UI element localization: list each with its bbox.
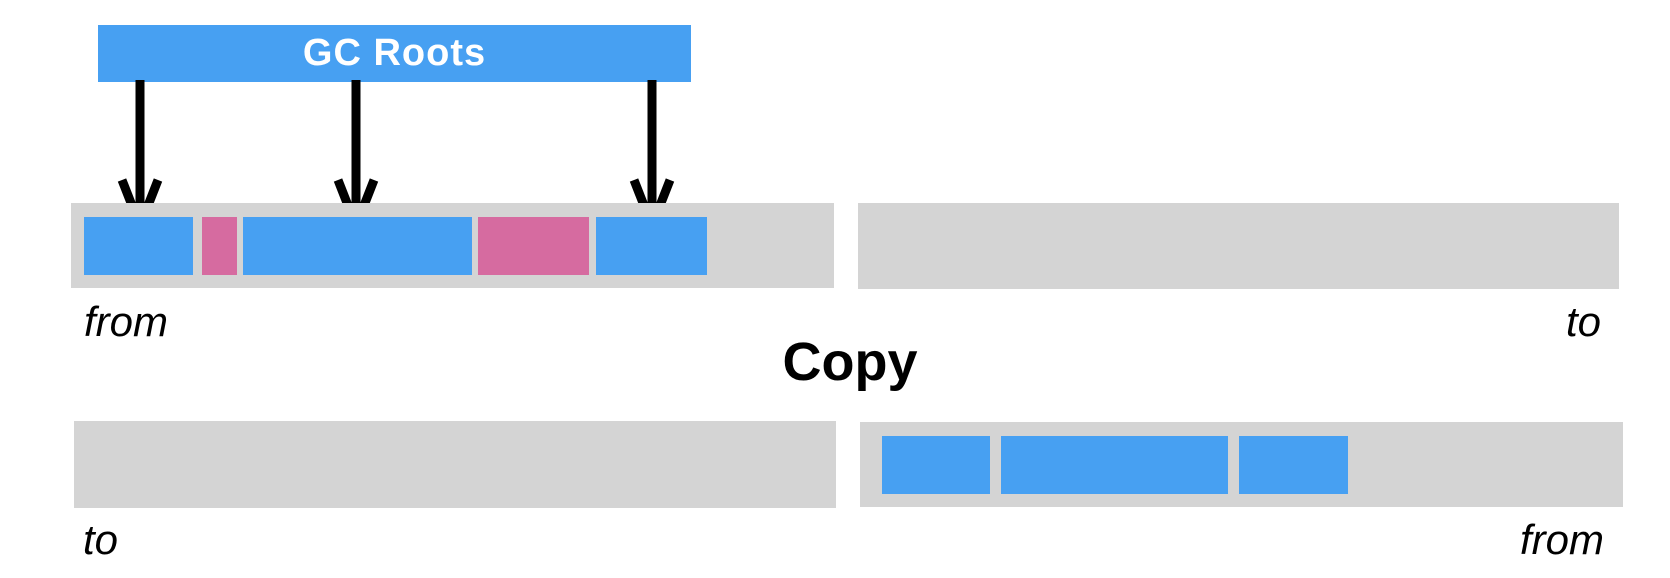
from-space-label-bottom: from xyxy=(1520,516,1604,563)
to-space-label-bottom: to xyxy=(83,516,119,563)
live-object-block xyxy=(243,217,472,275)
heap-from-space-bottom xyxy=(860,422,1623,507)
live-object-block xyxy=(596,217,707,275)
live-object-block xyxy=(1001,436,1228,494)
heap-from-space-top xyxy=(71,203,834,288)
garbage-object-block xyxy=(478,217,589,275)
garbage-object-block xyxy=(202,217,237,275)
live-object-block xyxy=(1239,436,1348,494)
from-space-label-top: from xyxy=(84,298,168,345)
copy-step-label: Copy xyxy=(782,332,918,392)
gc-roots-label: GC Roots xyxy=(302,32,487,74)
to-space-label-top: to xyxy=(1565,298,1601,345)
heap-to-space-bottom xyxy=(74,421,836,508)
live-object-block xyxy=(84,217,193,275)
heap-to-space-top xyxy=(858,203,1619,289)
gc-roots-box: GC Roots xyxy=(98,25,691,82)
live-object-block xyxy=(882,436,990,494)
